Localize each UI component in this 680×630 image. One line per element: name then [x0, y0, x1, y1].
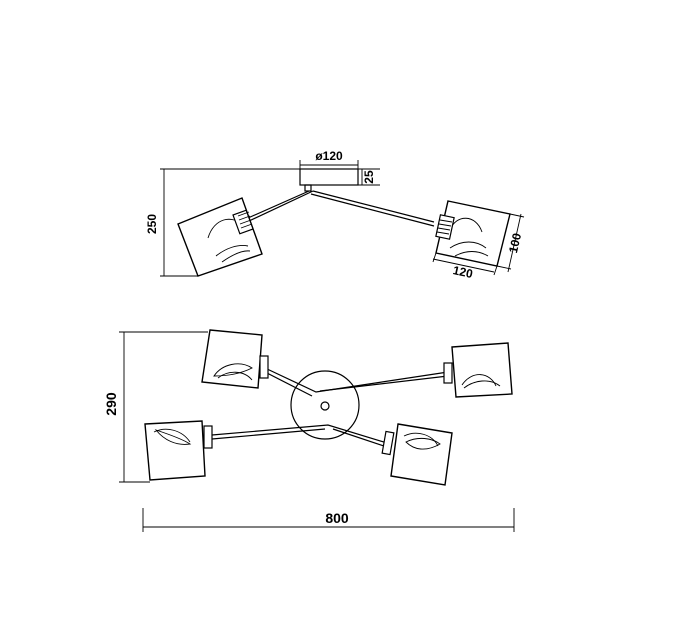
canopy-top	[290, 370, 360, 440]
side-view: ø120 25 250 100 120	[145, 149, 524, 281]
shade-width-label: 120	[452, 263, 475, 281]
overall-width-label: 800	[325, 510, 349, 526]
shade-top-left	[201, 329, 269, 389]
canopy-mount	[304, 184, 312, 192]
side-height-label: 250	[145, 214, 159, 234]
canopy-side	[299, 168, 359, 186]
left-shade-side	[177, 197, 263, 277]
right-shade-side	[435, 200, 511, 267]
top-view: 290 800	[103, 329, 515, 532]
left-arm-inner	[248, 190, 314, 222]
canopy-height-label: 25	[362, 170, 376, 184]
shade-height-line	[507, 213, 522, 273]
shade-height-label: 100	[506, 231, 524, 254]
upper-arm-pair	[264, 367, 449, 393]
shade-bottom-right	[381, 423, 453, 486]
left-arm	[247, 190, 310, 219]
right-arm	[312, 190, 435, 223]
canopy-center	[320, 401, 330, 411]
shade-bottom-left	[144, 420, 213, 481]
canopy-diameter-label: ø120	[315, 149, 343, 163]
lower-arm-pair	[211, 424, 388, 444]
shade-top-right	[443, 342, 513, 398]
right-arm-inner	[310, 193, 435, 227]
top-depth-label: 290	[103, 392, 119, 416]
shade-width-line	[432, 258, 495, 273]
